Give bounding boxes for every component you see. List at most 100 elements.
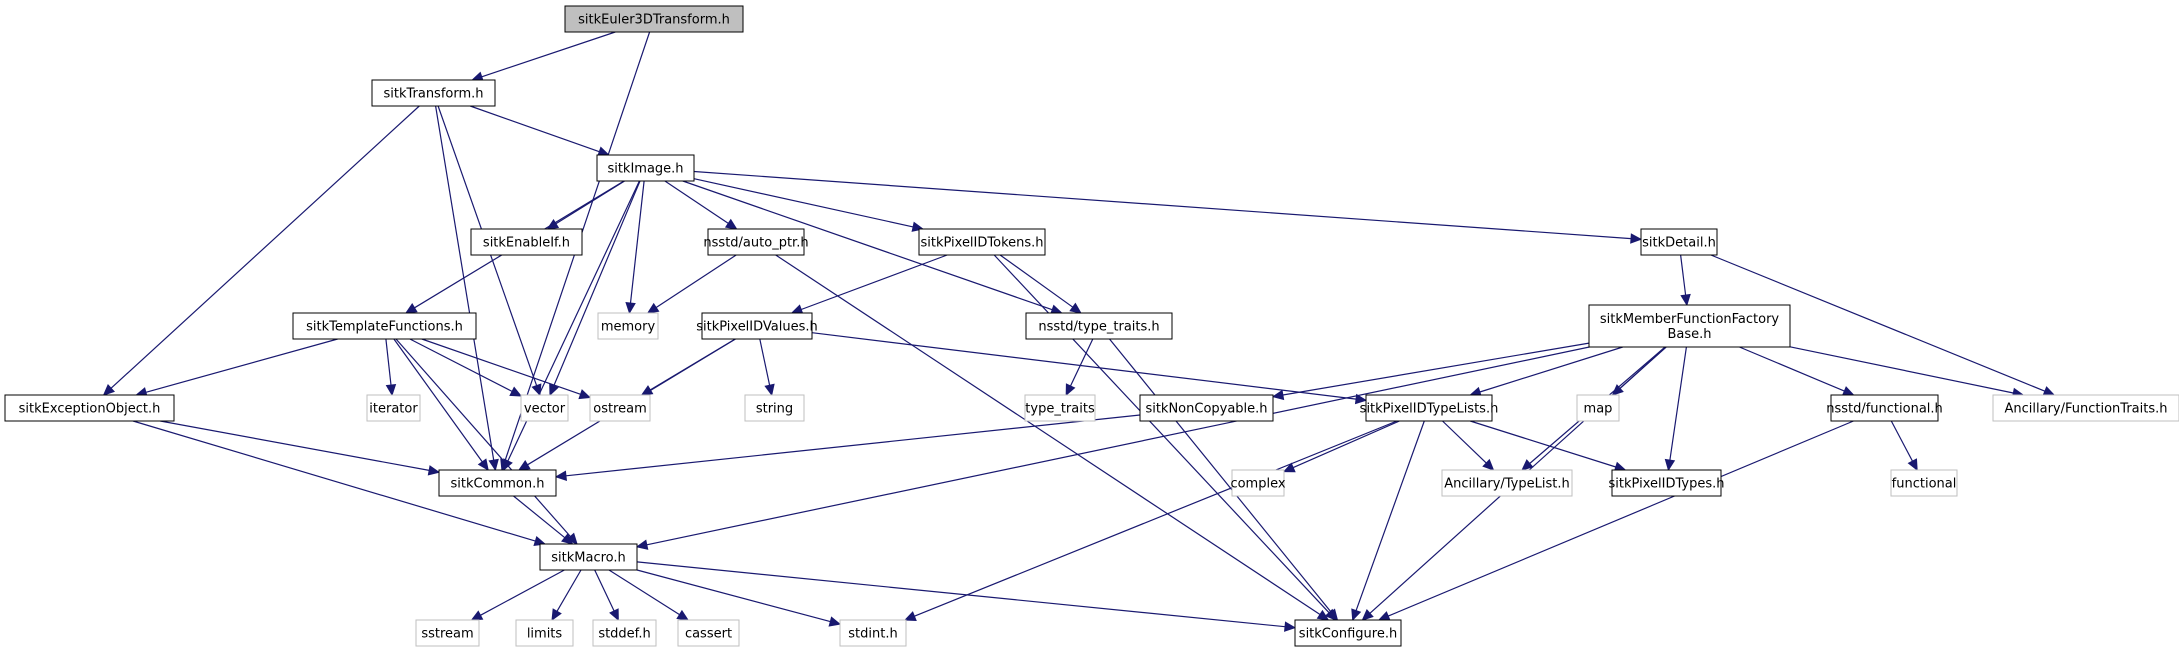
edge-line <box>811 332 1357 400</box>
node-box <box>592 619 657 647</box>
edge-values-to-typelists <box>811 332 1368 405</box>
edge-line <box>553 180 641 387</box>
node-values[interactable]: sitkPixelIDValues.h <box>696 312 818 340</box>
edge-image-to-autoptr <box>664 180 738 230</box>
node-label: sitkTemplateFunctions.h <box>306 320 463 335</box>
node-stddef: stddef.h <box>592 619 657 647</box>
node-label: Base.h <box>1667 327 1711 342</box>
node-label: memory <box>601 320 656 335</box>
arrowhead-icon <box>1841 386 1855 396</box>
node-box <box>1588 304 1791 348</box>
node-box <box>707 228 805 256</box>
node-box <box>470 228 583 256</box>
edge-templatefn-to-macro <box>395 338 578 545</box>
arrowhead-icon <box>517 460 531 471</box>
node-common[interactable]: sitkCommon.h <box>438 469 557 497</box>
arrowhead-icon <box>1680 293 1691 307</box>
node-exception[interactable]: sitkExceptionObject.h <box>4 394 175 422</box>
node-macro[interactable]: sitkMacro.h <box>539 543 638 571</box>
node-label: limits <box>527 627 563 642</box>
edge-autoptr-to-memory <box>646 254 737 314</box>
edge-templatefn-to-common <box>393 338 489 471</box>
edge-mff-to-types <box>1664 346 1687 472</box>
edge-templatefn-to-iterator <box>385 338 397 397</box>
edge-autoptr-to-configure <box>775 254 1330 621</box>
arrowhead-icon <box>609 608 619 622</box>
node-vector: vector <box>520 394 569 422</box>
edge-common-to-macro <box>513 495 574 545</box>
node-noncopyable[interactable]: sitkNonCopyable.h <box>1139 394 1274 422</box>
node-detail[interactable]: sitkDetail.h <box>1640 228 1718 256</box>
edge-nstypetraits-to-typetraits <box>1065 338 1094 397</box>
node-label: sitkMemberFunctionFactory <box>1600 312 1780 327</box>
arrowhead-icon <box>1377 611 1391 621</box>
node-templatefn[interactable]: sitkTemplateFunctions.h <box>292 312 477 340</box>
node-label: ostream <box>593 402 647 417</box>
node-types[interactable]: sitkPixelIDTypes.h <box>1609 469 1725 497</box>
node-enableif[interactable]: sitkEnableIf.h <box>470 228 583 256</box>
edge-templatefn-to-vector <box>409 338 523 397</box>
edge-line <box>1739 346 1845 392</box>
edge-transform-to-image <box>469 105 610 157</box>
node-image[interactable]: sitkImage.h <box>596 154 695 182</box>
node-box <box>4 394 175 422</box>
edge-line <box>636 561 1286 628</box>
node-label: vector <box>524 402 566 417</box>
node-box <box>918 228 1046 256</box>
node-typelists[interactable]: sitkPixelIDTypeLists.h <box>1360 394 1499 422</box>
arrowhead-icon <box>635 539 649 550</box>
node-label: sitkNonCopyable.h <box>1145 402 1267 417</box>
node-label: iterator <box>369 402 418 417</box>
edge-line <box>1669 346 1687 461</box>
node-box <box>520 394 569 422</box>
node-label: sitkMacro.h <box>551 551 626 566</box>
node-label: stddef.h <box>598 627 650 642</box>
arrowhead-icon <box>1284 621 1297 632</box>
node-label: stdint.h <box>848 627 897 642</box>
arrowhead-icon <box>470 610 484 621</box>
edge-line <box>395 338 571 537</box>
node-label: Ancillary/FunctionTraits.h <box>2005 402 2168 417</box>
node-label: sitkImage.h <box>607 162 683 177</box>
node-configure[interactable]: sitkConfigure.h <box>1294 619 1402 647</box>
node-transform[interactable]: sitkTransform.h <box>371 79 496 107</box>
arrowhead-icon <box>551 608 562 622</box>
edge-line <box>480 569 565 616</box>
node-autoptr[interactable]: nsstd/auto_ptr.h <box>703 228 809 256</box>
arrowhead-icon <box>1282 462 1296 473</box>
node-nstypetraits[interactable]: nsstd/type_traits.h <box>1025 312 1173 340</box>
node-label: sitkEnableIf.h <box>483 236 570 251</box>
arrowhead-icon <box>531 383 542 397</box>
node-euler[interactable]: sitkEuler3DTransform.h <box>564 5 744 33</box>
arrowhead-icon <box>2042 386 2056 396</box>
node-box <box>1294 619 1402 647</box>
arrowhead-icon <box>1326 608 1339 621</box>
node-box <box>1611 469 1722 497</box>
node-box <box>1992 394 2179 422</box>
edge-transform-to-common <box>435 105 499 472</box>
edge-line <box>160 420 430 471</box>
arrowhead-icon <box>1630 233 1643 244</box>
arrowhead-icon <box>1316 609 1330 621</box>
node-box <box>596 154 695 182</box>
edge-line <box>435 105 495 461</box>
edges-layer <box>102 31 2056 632</box>
edge-line <box>759 338 771 386</box>
node-nsfunctional[interactable]: nsstd/functional.h <box>1826 394 1943 422</box>
node-stdint: stdint.h <box>839 619 907 647</box>
node-box <box>1139 394 1274 422</box>
arrowhead-icon <box>549 383 559 397</box>
arrowhead-icon <box>1069 302 1082 314</box>
arrowhead-icon <box>625 301 636 315</box>
edge-mff-to-nsfunctional <box>1739 346 1855 396</box>
edge-line <box>1069 338 1094 387</box>
arrowhead-icon <box>1482 458 1495 471</box>
node-label: map <box>1584 402 1613 417</box>
node-box <box>597 312 659 340</box>
node-ostream: ostream <box>589 394 651 422</box>
arrowhead-icon <box>1521 459 1534 471</box>
edge-nsfunctional-to-functional <box>1890 420 1918 472</box>
node-label: complex <box>1230 477 1285 492</box>
node-tokens[interactable]: sitkPixelIDTokens.h <box>918 228 1046 256</box>
